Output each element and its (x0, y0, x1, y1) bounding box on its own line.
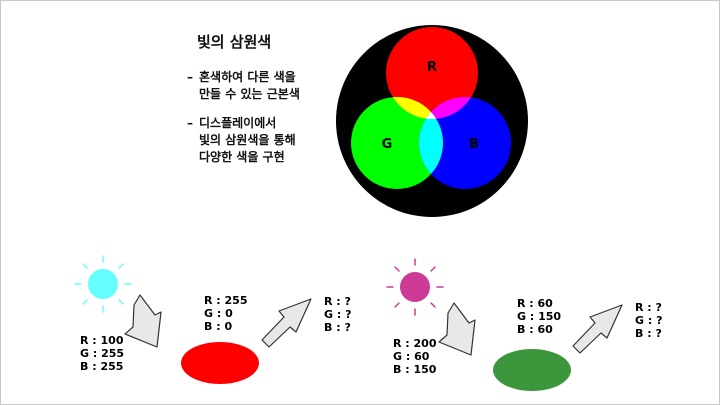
green-surface (493, 349, 571, 391)
light-value-b: B : 150 (393, 363, 437, 376)
surface-value-r: R : 255 (204, 294, 248, 307)
magenta-sun-icon (400, 272, 430, 302)
light-value-b: B : 255 (80, 360, 123, 373)
reflected-value-b: B : ? (324, 321, 351, 334)
venn-label-b: B (469, 137, 479, 152)
bullet-text-line: 디스플레이에서 (199, 116, 277, 130)
green-light-circle (351, 97, 443, 189)
example-2: R : 200 G : 60 B : 150 R : 60 G : 150 B … (386, 258, 662, 391)
red-light-circle (386, 27, 478, 119)
bullet-text-line: 혼색하여 다른 색을 (199, 70, 296, 84)
blue-light-circle (419, 97, 511, 189)
surface-value-b: B : 0 (204, 320, 232, 333)
reflected-value-g: G : ? (635, 314, 662, 327)
surface-value-b: B : 60 (517, 323, 553, 336)
bullet-dash: – (187, 116, 193, 130)
rgb-venn-diagram: R G B (336, 25, 528, 217)
surface-value-g: G : 150 (517, 310, 561, 323)
reflected-value-r: R : ? (324, 295, 351, 308)
reflected-value-g: G : ? (324, 308, 351, 321)
incident-arrow-icon (124, 294, 162, 348)
venn-label-r: R (427, 60, 437, 75)
reflected-arrow-icon (572, 304, 623, 354)
surface-value-r: R : 60 (517, 297, 553, 310)
bullet-display: –디스플레이에서 빛의 삼원색을 통해 다양한 색을 구현 (187, 115, 296, 166)
bullet-text-line: 다양한 색을 구현 (199, 150, 285, 164)
incident-arrow-icon (438, 302, 476, 356)
red-surface (181, 342, 259, 384)
sun-rays-icon (74, 255, 132, 313)
slide-title: 빛의 삼원색 (197, 33, 272, 51)
sun-rays-icon (386, 258, 444, 316)
bullet-text-line: 빛의 삼원색을 통해 (199, 133, 296, 147)
bullet-text-line: 만들 수 있는 근본색 (199, 87, 300, 101)
reflected-value-r: R : ? (635, 301, 662, 314)
light-value-r: R : 200 (393, 337, 437, 350)
light-value-g: G : 255 (80, 347, 124, 360)
bullet-primary-colors: –혼색하여 다른 색을 만들 수 있는 근본색 (187, 69, 300, 103)
surface-value-g: G : 0 (204, 307, 233, 320)
bullet-dash: – (187, 70, 193, 84)
example-1: R : 100 G : 255 B : 255 R : 255 G : 0 B … (74, 255, 351, 384)
light-value-r: R : 100 (80, 334, 124, 347)
venn-label-g: G (382, 137, 393, 152)
reflected-value-b: B : ? (635, 327, 662, 340)
reflected-arrow-icon (261, 298, 312, 348)
light-value-g: G : 60 (393, 350, 430, 363)
cyan-sun-icon (88, 269, 118, 299)
